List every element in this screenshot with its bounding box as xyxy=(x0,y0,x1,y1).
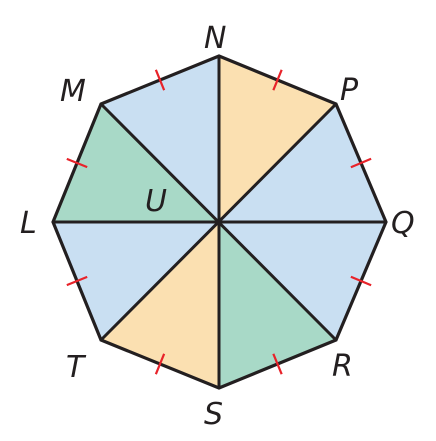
triangle-ust xyxy=(101,222,219,388)
vertex-label-m: M xyxy=(60,74,86,109)
triangle-upq xyxy=(219,104,386,222)
center-label-u: U xyxy=(145,184,167,219)
tick-mark-st xyxy=(154,353,166,375)
vertex-label-r: R xyxy=(332,349,353,384)
vertex-label-p: P xyxy=(340,73,359,108)
tick-mark-pq xyxy=(350,157,372,169)
tick-mark-mn xyxy=(154,69,166,91)
vertex-label-n: N xyxy=(204,21,226,56)
octagon-triangles xyxy=(53,56,386,388)
diagonal-rm xyxy=(99,102,338,342)
triangle-umn xyxy=(101,56,219,222)
vertex-label-q: Q xyxy=(391,206,415,241)
triangle-utl xyxy=(53,222,219,340)
tick-mark-lm xyxy=(66,157,88,169)
octagon-diagonals xyxy=(53,56,386,388)
triangle-uqr xyxy=(219,222,386,340)
vertex-label-l: L xyxy=(20,206,37,241)
congruence-ticks xyxy=(66,69,372,375)
tick-mark-qr xyxy=(350,275,372,287)
triangle-ulm xyxy=(53,104,219,222)
tick-mark-rs xyxy=(272,353,283,375)
vertex-label-t: T xyxy=(66,350,87,385)
octagon-outline xyxy=(51,54,388,390)
tick-mark-tl xyxy=(66,275,88,287)
tick-mark-np xyxy=(272,69,283,91)
triangle-unp xyxy=(219,56,336,222)
vertex-label-s: S xyxy=(204,397,223,432)
triangle-urs xyxy=(219,222,336,388)
